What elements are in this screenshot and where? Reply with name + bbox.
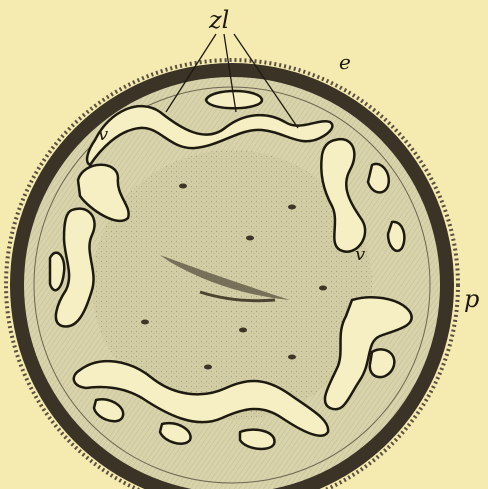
canal-right-oval-3	[370, 349, 395, 377]
label-v-right: v	[355, 244, 365, 265]
canal-right-oval-1	[368, 164, 389, 193]
label-v-upper: v	[98, 124, 108, 145]
canal-bottom-oval-3	[240, 430, 274, 449]
label-p: p	[464, 285, 479, 313]
label-zl: zl	[208, 6, 229, 34]
label-e: e	[339, 50, 351, 74]
canal-right-oval-2	[388, 222, 404, 251]
canal-left-oval	[50, 253, 64, 291]
